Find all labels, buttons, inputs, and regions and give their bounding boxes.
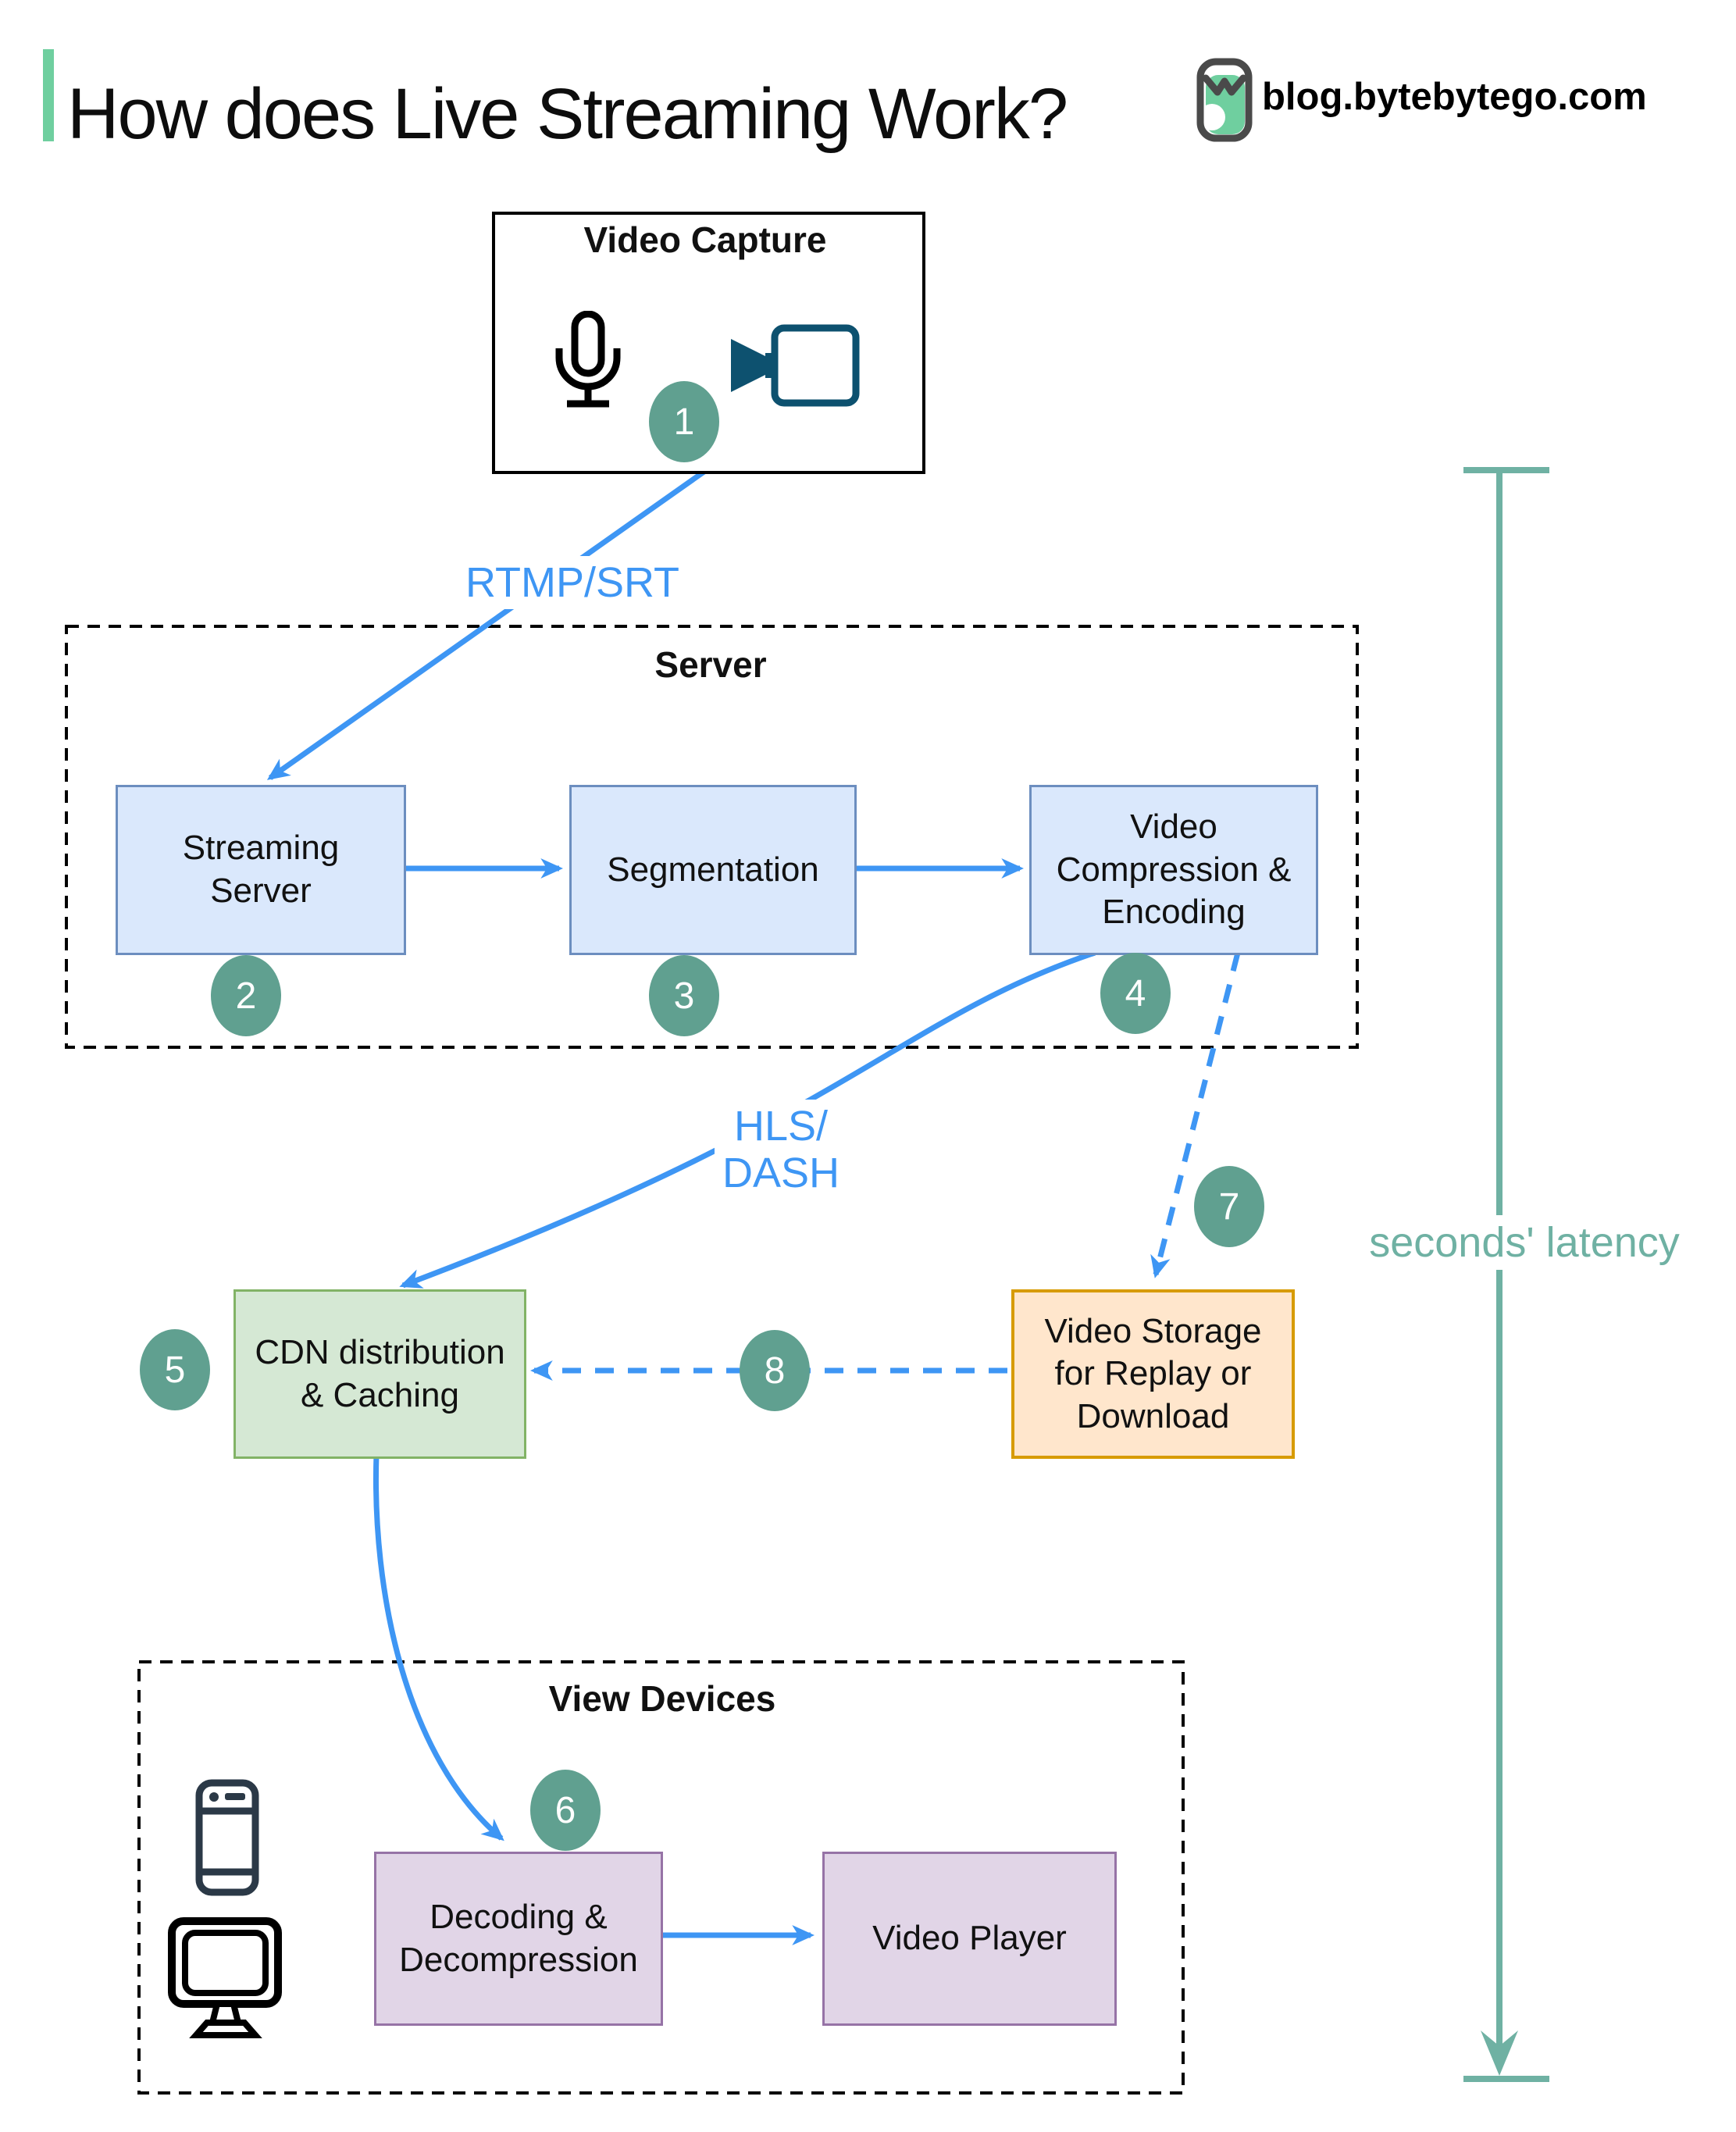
step-circle-2: 2 <box>211 955 281 1036</box>
microphone-icon <box>555 311 621 408</box>
video-camera-icon <box>731 324 860 407</box>
arrow-cdn-to-decoding <box>373 1453 504 1841</box>
step-circle-1: 1 <box>649 381 719 462</box>
smartphone-icon <box>195 1779 259 1896</box>
page-title: How does Live Streaming Work? <box>67 74 1068 154</box>
desktop-monitor-icon <box>168 1917 282 2038</box>
step-circle-5: 5 <box>140 1329 210 1410</box>
bytebytego-owl-logo <box>1196 58 1253 142</box>
decoding-node: Decoding & Decompression <box>374 1852 663 2026</box>
title-accent-bar <box>43 49 54 141</box>
step-circle-3: 3 <box>649 955 719 1036</box>
latency-measure-line <box>1463 467 1549 2082</box>
video-storage-node: Video Storage for Replay or Download <box>1011 1289 1295 1459</box>
step-circle-4: 4 <box>1100 953 1171 1034</box>
arrow-capture-to-streaming <box>266 469 708 780</box>
segmentation-node: Segmentation <box>569 785 857 955</box>
video-player-node: Video Player <box>822 1852 1117 2026</box>
step-circle-8: 8 <box>740 1330 810 1411</box>
cdn-distribution-node: CDN distribution & Caching <box>233 1289 526 1459</box>
server-group-title: Server <box>654 644 767 685</box>
streaming-server-node: Streaming Server <box>116 785 406 955</box>
step-circle-7: 7 <box>1194 1166 1264 1247</box>
rtmp-srt-label: RTMP/SRT <box>457 556 688 610</box>
video-compression-node: Video Compression & Encoding <box>1029 785 1318 955</box>
site-url-label: blog.bytebytego.com <box>1262 76 1647 118</box>
server-group-border <box>65 625 1359 1049</box>
arrow-compression-to-storage-dashed <box>1150 952 1241 1278</box>
video-capture-title: Video Capture <box>583 219 827 260</box>
hls-dash-label: HLS/ DASH <box>714 1100 848 1200</box>
arrow-compression-to-cdn <box>399 950 1096 1289</box>
view-devices-title: View Devices <box>548 1678 776 1719</box>
seconds-latency-label: seconds' latency <box>1360 1215 1689 1270</box>
step-circle-6: 6 <box>530 1770 601 1851</box>
